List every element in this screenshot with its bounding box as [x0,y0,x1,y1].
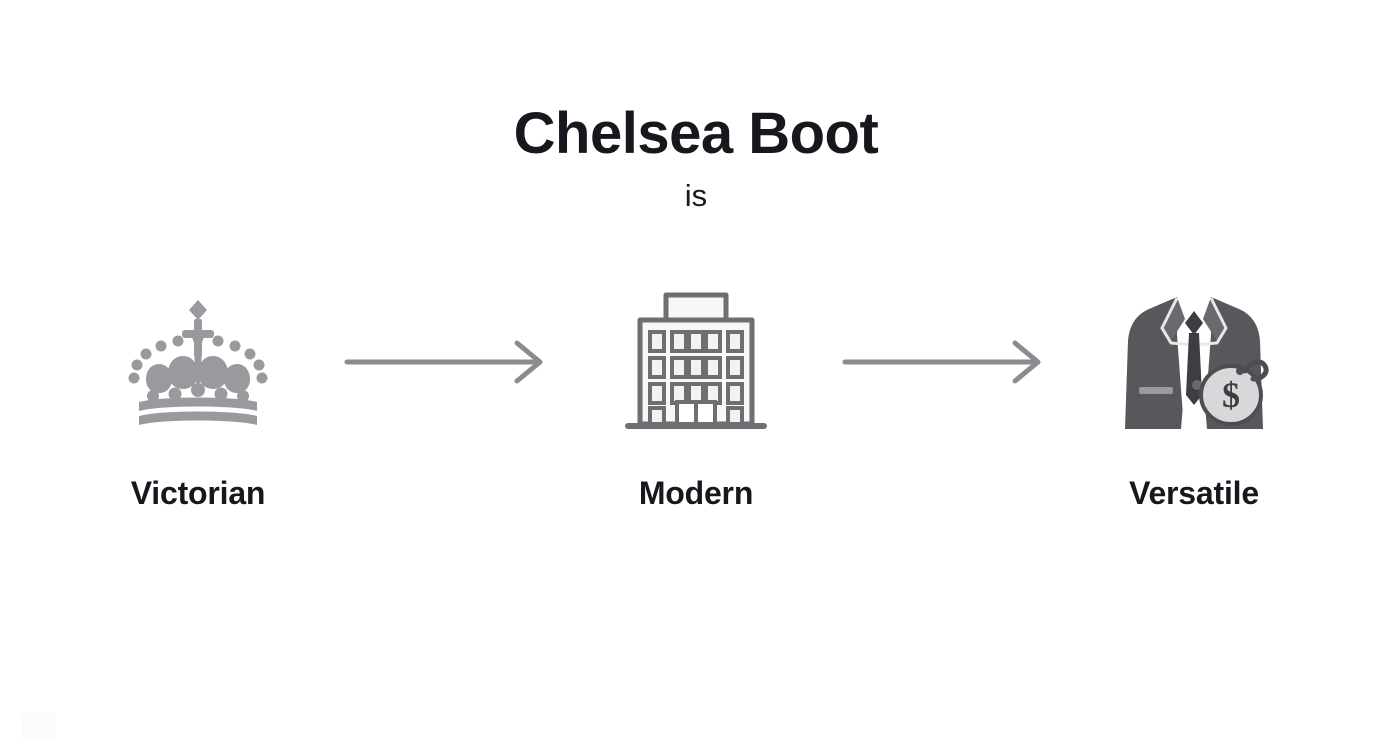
flow-step-victorian: Victorian [55,282,341,511]
flow-step-versatile: $ Versatile [1051,282,1337,511]
watermark [22,712,56,738]
svg-text:$: $ [1222,375,1240,415]
business-suit-money-bag-icon: $ [1109,282,1279,442]
heading-block: Chelsea Boot is [0,101,1392,213]
flow-step-label-victorian: Victorian [130,475,266,511]
arrow-modern-to-versatile [839,282,1051,442]
page-subtitle: is [684,177,708,213]
crown-icon [113,282,283,442]
page-title: Chelsea Boot [513,101,879,166]
flow-diagram: Victorian [0,282,1392,511]
office-building-icon [611,282,781,442]
arrow-victorian-to-modern [341,282,553,442]
flow-step-label-versatile: Versatile [1129,475,1259,511]
flow-step-modern: Modern [553,282,839,511]
flow-step-label-modern: Modern [638,475,754,511]
